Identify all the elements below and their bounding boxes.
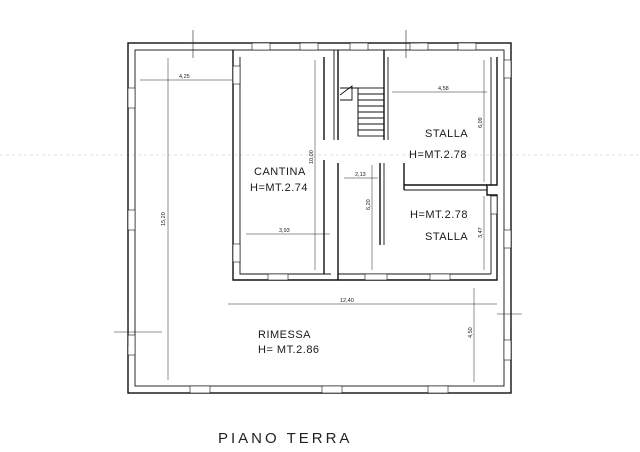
dim-15-20: 15,20 xyxy=(161,212,167,226)
stalla-top-name: STALLA xyxy=(425,128,468,140)
page-title: PIANO TERRA xyxy=(218,430,352,447)
dim-6-09: 6,09 xyxy=(478,117,484,128)
stalla-top-height: H=MT.2.78 xyxy=(409,149,467,161)
rimessa-height: H= MT.2.86 xyxy=(258,344,320,356)
cantina-height: H=MT.2.74 xyxy=(250,182,308,194)
dim-12-40: 12,40 xyxy=(340,298,354,304)
section-markers xyxy=(114,30,522,346)
stalla-bottom-height: H=MT.2.78 xyxy=(410,209,468,221)
windows xyxy=(127,42,512,394)
dim-10-00: 10,00 xyxy=(309,150,315,164)
stalla-bottom-name: STALLA xyxy=(425,231,468,243)
interior-walls xyxy=(232,50,498,281)
dim-2-13: 2,13 xyxy=(355,172,366,178)
dim-4-25: 4,25 xyxy=(179,74,190,80)
dimension-lines xyxy=(140,58,497,382)
dimension-labels: 4,25 15,20 10,00 3,93 2,13 6,20 4,58 6,0… xyxy=(161,74,484,338)
dim-3-93: 3,93 xyxy=(279,228,290,234)
cantina-name: CANTINA xyxy=(254,166,306,178)
dim-4-50: 4,50 xyxy=(468,327,474,338)
room-labels: CANTINA H=MT.2.74 STALLA H=MT.2.78 H=MT.… xyxy=(250,128,468,356)
dim-4-58: 4,58 xyxy=(438,86,449,92)
dim-6-20: 6,20 xyxy=(366,199,372,210)
dim-3-47: 3,47 xyxy=(478,227,484,238)
staircase xyxy=(339,85,385,137)
rimessa-name: RIMESSA xyxy=(258,329,311,341)
